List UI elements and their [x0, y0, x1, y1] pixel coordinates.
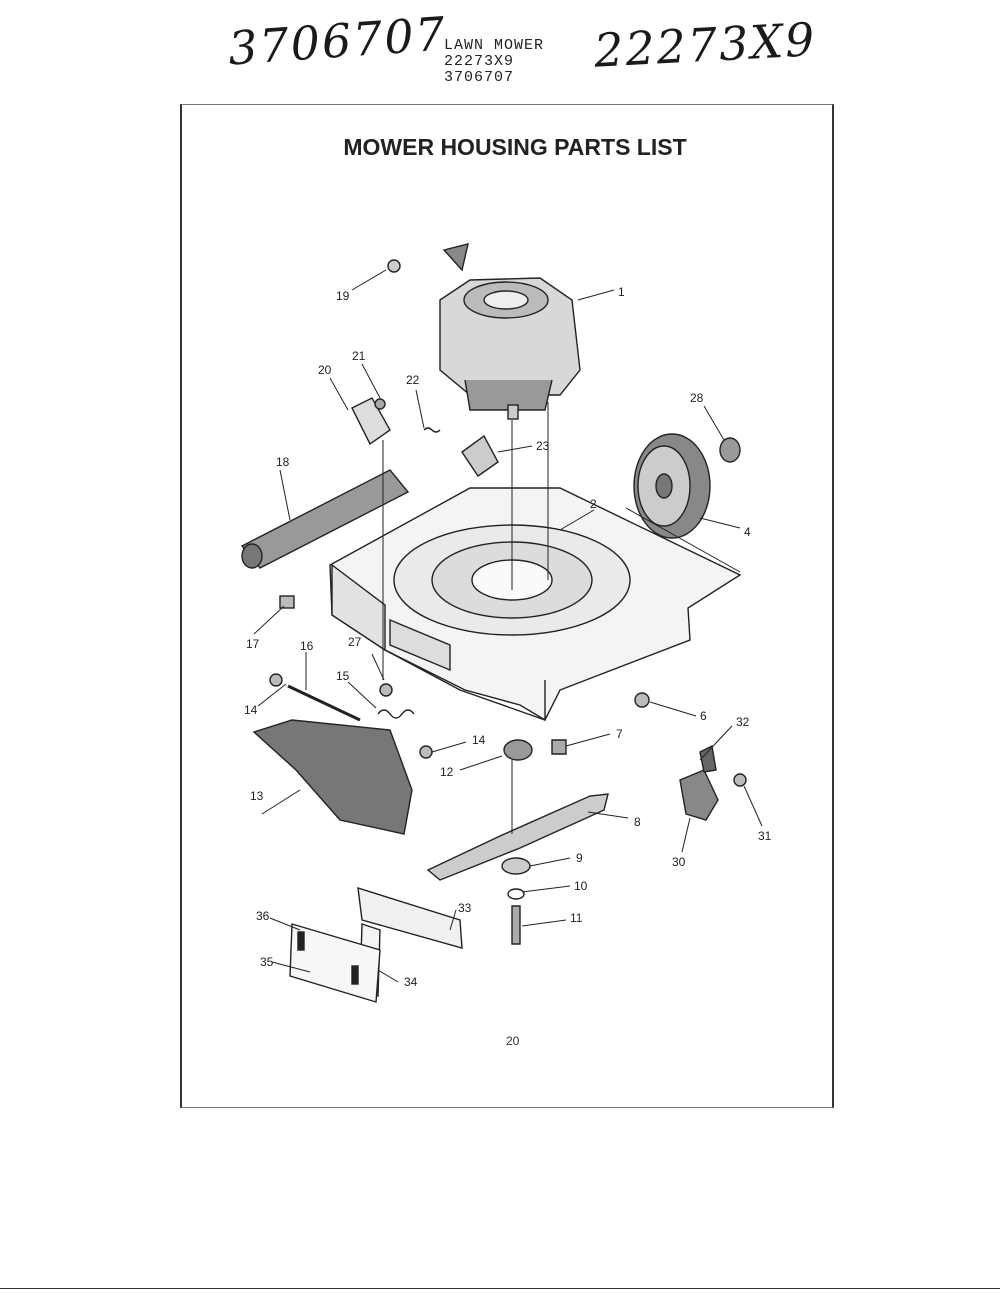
- label-part-36: 36: [256, 909, 270, 923]
- label-part-13: 13: [250, 789, 264, 803]
- label-part-10: 10: [574, 879, 588, 893]
- label-part-33: 33: [458, 901, 472, 915]
- bracket-part: [351, 397, 391, 446]
- rear-flap-part: [252, 719, 413, 835]
- label-part-14-right: 14: [472, 733, 486, 747]
- label-part-16: 16: [300, 639, 314, 653]
- label-part-8: 8: [634, 815, 641, 829]
- typed-line-model: 22273X9: [444, 53, 515, 70]
- blade-part: [426, 793, 609, 881]
- bolt-part: [551, 739, 567, 755]
- label-part-6: 6: [700, 709, 707, 723]
- typed-header: LAWN MOWER 22273X9 3706707: [444, 38, 544, 86]
- label-part-12: 12: [440, 765, 454, 779]
- torsion-spring-part: [377, 709, 415, 719]
- hinge-rod-part: [287, 684, 361, 722]
- height-adjuster-part: [679, 769, 719, 821]
- label-part-32: 32: [736, 715, 750, 729]
- label-part-20: 20: [318, 363, 332, 377]
- label-part-17: 17: [246, 637, 260, 651]
- label-part-2: 2: [590, 497, 597, 511]
- label-part-21: 21: [352, 349, 366, 363]
- pivot-bracket-part: [461, 434, 499, 477]
- typed-line-product: LAWN MOWER: [444, 37, 545, 54]
- page-frame: [180, 104, 834, 1108]
- label-part-30: 30: [672, 855, 686, 869]
- bottom-rule: [0, 1288, 1000, 1289]
- clip-part: [279, 595, 295, 609]
- page-number: 20: [506, 1034, 520, 1048]
- wheel-part: [633, 433, 711, 539]
- label-part-18: 18: [276, 455, 290, 469]
- label-part-31: 31: [758, 829, 772, 843]
- deflector-plate-part: [357, 887, 463, 949]
- label-part-23: 23: [536, 439, 550, 453]
- label-part-4: 4: [744, 525, 751, 539]
- label-part-15: 15: [336, 669, 350, 683]
- label-part-7: 7: [616, 727, 623, 741]
- label-part-35: 35: [260, 955, 274, 969]
- wheel-bushing-part: [719, 437, 741, 463]
- label-part-22: 22: [406, 373, 420, 387]
- rear-bar-part: [240, 469, 410, 569]
- label-part-9: 9: [576, 851, 583, 865]
- label-part-1: 1: [618, 285, 625, 299]
- hex-nut-part: [634, 692, 650, 708]
- nut-part: [387, 259, 401, 273]
- label-part-14-left: 14: [244, 703, 258, 717]
- label-part-11: 11: [570, 911, 583, 925]
- label-part-34: 34: [404, 975, 418, 989]
- blade-bolt-part: [511, 905, 521, 945]
- washer-part: [501, 857, 531, 875]
- page-title: MOWER HOUSING PARTS LIST: [343, 134, 687, 160]
- label-part-27: 27: [348, 635, 362, 649]
- typed-line-part: 3706707: [444, 69, 515, 86]
- blade-adapter-part: [503, 739, 533, 761]
- label-part-19: 19: [336, 289, 350, 303]
- engine-part: [439, 243, 581, 420]
- label-part-28: 28: [690, 391, 704, 405]
